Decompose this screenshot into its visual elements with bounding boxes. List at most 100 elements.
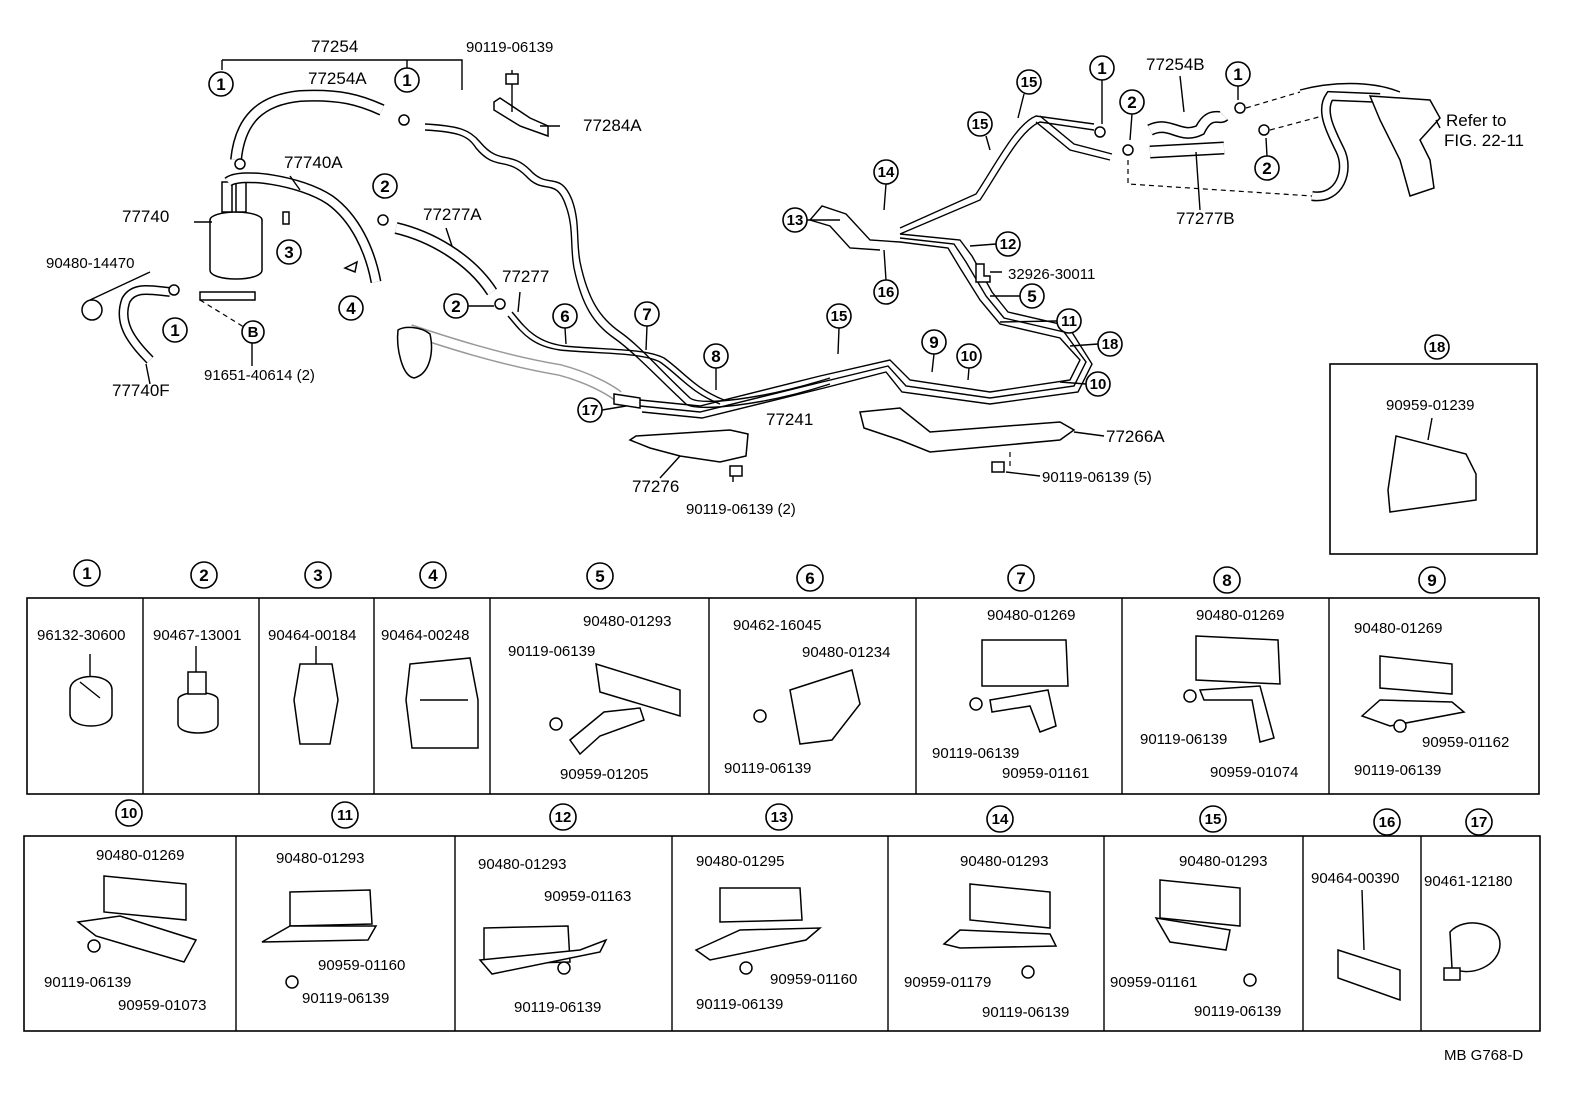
- svg-text:18: 18: [1102, 336, 1119, 353]
- svg-text:6: 6: [805, 569, 814, 588]
- svg-text:15: 15: [1205, 811, 1222, 828]
- svg-text:11: 11: [1061, 313, 1077, 330]
- cell-1-part-0: 96132-30600: [37, 627, 125, 644]
- svg-text:2: 2: [1127, 93, 1136, 112]
- cell-6-part-0: 90462-16045: [733, 617, 821, 634]
- svg-text:2: 2: [451, 297, 460, 316]
- label-77277b: 77277B: [1176, 209, 1235, 228]
- cell-5-part-2: 90959-01205: [560, 766, 648, 783]
- cell-17-part-0: 90461-12180: [1424, 873, 1512, 890]
- svg-text:10: 10: [121, 805, 138, 822]
- label-77277: 77277: [502, 267, 549, 286]
- cell-9-part-0: 90480-01269: [1354, 620, 1442, 637]
- svg-text:5: 5: [595, 567, 604, 586]
- cell-15-part-1: 90959-01161: [1110, 974, 1197, 991]
- cell-15-part-2: 90119-06139: [1194, 1003, 1281, 1020]
- svg-text:5: 5: [1027, 287, 1036, 306]
- main-part-labels: 77254 77254A 90119-06139 77284A 77740A 7…: [46, 37, 1524, 518]
- cell-14-part-0: 90480-01293: [960, 853, 1048, 870]
- cell-14-part-2: 90119-06139: [982, 1004, 1069, 1021]
- cell-13-part-0: 90480-01295: [696, 853, 784, 870]
- svg-text:17: 17: [1471, 814, 1488, 831]
- cell-18: [1329, 363, 1538, 555]
- svg-text:15: 15: [972, 116, 989, 133]
- upper-callouts: 1 1 2 3 4 1 B 2 6 7 8 15 9 10 17 15 15 1…: [162, 55, 1280, 423]
- cell-13-part-1: 90119-06139: [696, 996, 783, 1013]
- label-77241: 77241: [766, 410, 813, 429]
- svg-text:13: 13: [787, 212, 804, 229]
- svg-text:1: 1: [216, 75, 225, 94]
- cell-10-part-2: 90959-01073: [118, 997, 206, 1014]
- label-77276: 77276: [632, 477, 679, 496]
- clip-table-row-1: [26, 597, 1540, 795]
- cell-2-part-0: 90467-13001: [153, 627, 241, 644]
- svg-text:3: 3: [284, 243, 293, 262]
- cell-12-part-0: 90480-01293: [478, 856, 566, 873]
- svg-text:1: 1: [1097, 59, 1106, 78]
- cell-9-part-1: 90959-01162: [1422, 734, 1509, 751]
- clip-cell-numbers-row1: 1 2 3 4 5 6 7 8 9: [73, 559, 1446, 594]
- label-90119-06139-2: 90119-06139 (2): [686, 501, 796, 518]
- svg-text:10: 10: [961, 348, 978, 365]
- clip-table-row-2: [23, 835, 1541, 1032]
- svg-text:4: 4: [346, 299, 356, 318]
- svg-text:15: 15: [831, 308, 848, 325]
- svg-text:14: 14: [992, 811, 1009, 828]
- clip-cell-numbers-row2: 10 11 12 13 14 15 16 17: [115, 799, 1493, 836]
- svg-text:16: 16: [878, 284, 895, 301]
- svg-text:4: 4: [428, 566, 438, 585]
- cell-7-part-1: 90119-06139: [932, 745, 1019, 762]
- cell-14-part-1: 90959-01179: [904, 974, 991, 991]
- cell-7-part-2: 90959-01161: [1002, 765, 1089, 782]
- cell-10-part-0: 90480-01269: [96, 847, 184, 864]
- cell-8-part-0: 90480-01269: [1196, 607, 1284, 624]
- label-90119-06139-top: 90119-06139: [466, 39, 553, 56]
- svg-text:15: 15: [1021, 74, 1038, 91]
- cell-9-part-2: 90119-06139: [1354, 762, 1441, 779]
- refer-text-line2: FIG. 22-11: [1444, 131, 1524, 150]
- cell-12-part-2: 90119-06139: [514, 999, 601, 1016]
- svg-text:12: 12: [1000, 236, 1017, 253]
- svg-text:8: 8: [711, 347, 720, 366]
- svg-text:10: 10: [1090, 376, 1107, 393]
- svg-text:2: 2: [199, 566, 208, 585]
- cell-8-part-1: 90119-06139: [1140, 731, 1227, 748]
- svg-text:14: 14: [878, 164, 895, 181]
- refer-text-line1: Refer to: [1446, 111, 1506, 130]
- cell-1-clip-drawing: [69, 675, 113, 727]
- cell-6-part-1: 90480-01234: [802, 644, 890, 661]
- label-32926-30011: 32926-30011: [1008, 266, 1095, 283]
- cell-5-part-1: 90119-06139: [508, 643, 595, 660]
- label-77254: 77254: [311, 37, 358, 56]
- svg-text:13: 13: [771, 809, 788, 826]
- cell-5-part-0: 90480-01293: [583, 613, 671, 630]
- svg-text:12: 12: [555, 809, 572, 826]
- charcoal-canister-77740: [199, 181, 263, 301]
- label-77277a: 77277A: [423, 205, 482, 224]
- svg-text:1: 1: [1233, 65, 1242, 84]
- cell-18-part-0: 90959-01239: [1386, 397, 1474, 414]
- cell-12-part-1: 90959-01163: [544, 888, 631, 905]
- label-77740f: 77740F: [112, 381, 170, 400]
- cell-16-part-0: 90464-00390: [1311, 870, 1399, 887]
- svg-text:6: 6: [560, 307, 569, 326]
- svg-text:7: 7: [642, 305, 651, 324]
- cell-13-part-2: 90959-01160: [770, 971, 857, 988]
- svg-text:18: 18: [1429, 339, 1446, 356]
- label-77254b: 77254B: [1146, 55, 1205, 74]
- cell-8-part-2: 90959-01074: [1210, 764, 1298, 781]
- svg-text:7: 7: [1016, 569, 1025, 588]
- svg-text:16: 16: [1379, 814, 1396, 831]
- svg-text:17: 17: [582, 402, 599, 419]
- label-90480-14470: 90480-14470: [46, 255, 134, 272]
- svg-text:9: 9: [1427, 571, 1436, 590]
- svg-text:2: 2: [380, 177, 389, 196]
- svg-text:8: 8: [1222, 571, 1231, 590]
- label-91651-40614: 91651-40614 (2): [204, 367, 315, 384]
- cell-11-part-2: 90119-06139: [302, 990, 389, 1007]
- label-77740a: 77740A: [284, 153, 343, 172]
- cell-3-part-0: 90464-00184: [268, 627, 356, 644]
- svg-text:9: 9: [929, 333, 938, 352]
- label-77284a: 77284A: [583, 116, 642, 135]
